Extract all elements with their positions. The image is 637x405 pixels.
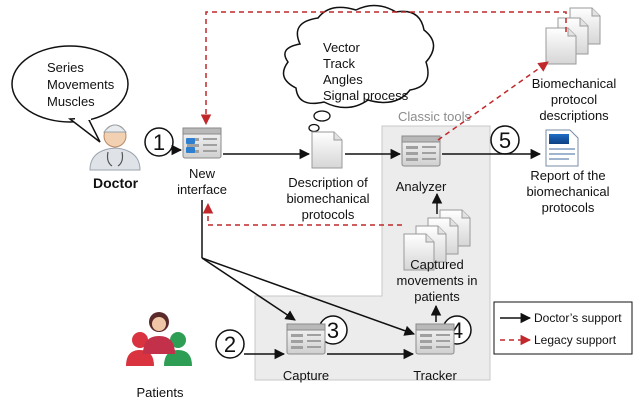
description-doc-icon <box>311 131 343 169</box>
description-label-3: protocols <box>302 207 355 222</box>
arrow-interface-to-tracker <box>201 257 415 336</box>
report-label-1: Report of the <box>530 168 605 183</box>
step-1: 1 <box>144 127 174 157</box>
patients-label: Patients <box>137 385 184 400</box>
new-interface-label-2: interface <box>177 182 227 197</box>
tracker-label: Tracker <box>413 368 457 383</box>
description-label-1: Description of <box>288 175 368 190</box>
capture-window-icon <box>286 323 326 355</box>
capture-label: Capture <box>283 368 329 383</box>
legend-legacy-label: Legacy support <box>534 333 617 347</box>
thought-cloud: Vector Track Angles Signal process <box>282 4 435 133</box>
legacy-arrow-captured-to-interface <box>202 202 402 226</box>
speech-line-1: Series <box>47 60 84 75</box>
analyzer-label: Analyzer <box>396 179 447 194</box>
legend-doctor-label: Doctor’s support <box>534 311 622 325</box>
analyzer-window-icon <box>401 135 441 167</box>
step-5: 5 <box>490 125 520 155</box>
speech-line-2: Movements <box>47 77 115 92</box>
doctor-avatar <box>89 124 141 171</box>
thought-line-1: Vector <box>323 40 361 55</box>
new-interface-window-icon <box>182 127 222 159</box>
captured-label-1: Captured <box>410 257 463 272</box>
svg-text:3: 3 <box>327 318 339 343</box>
captured-label-3: patients <box>414 289 460 304</box>
svg-text:5: 5 <box>499 128 511 153</box>
captured-label-2: movements in <box>397 273 478 288</box>
thought-line-2: Track <box>323 56 356 71</box>
protocol-descriptions-label-2: protocol <box>551 92 597 107</box>
new-interface-label-1: New <box>189 166 216 181</box>
protocol-descriptions-label-1: Biomechanical <box>532 76 617 91</box>
classic-tools-label: Classic tools <box>398 109 471 124</box>
legacy-arrow-analyzer-to-protocols <box>437 61 549 141</box>
report-label-3: protocols <box>542 200 595 215</box>
doctor-support-arrows <box>171 144 542 360</box>
legacy-support-arrows <box>200 11 567 226</box>
protocol-descriptions-label-3: descriptions <box>539 108 609 123</box>
arrow-interface-to-capture <box>201 257 296 321</box>
description-label-2: biomechanical <box>286 191 369 206</box>
step-3: 3 <box>318 315 348 345</box>
patients-group-icon <box>126 312 192 366</box>
speech-line-3: Muscles <box>47 94 95 109</box>
classic-tools-region <box>254 125 491 381</box>
report-doc-icon <box>545 129 579 167</box>
thought-line-4: Signal process <box>323 88 409 103</box>
legend: Doctor’s support Legacy support <box>493 301 633 355</box>
doctor-label: Doctor <box>93 175 139 191</box>
step-2: 2 <box>215 329 245 359</box>
doctor-speech-bubble: Series Movements Muscles <box>11 45 129 143</box>
tracker-window-icon <box>415 323 455 355</box>
svg-text:1: 1 <box>153 130 165 155</box>
svg-text:2: 2 <box>224 332 236 357</box>
legacy-arrow-protocols-to-interface <box>200 11 567 126</box>
protocol-descriptions-doc-stack <box>545 7 601 65</box>
report-label-2: biomechanical <box>526 184 609 199</box>
thought-line-3: Angles <box>323 72 363 87</box>
